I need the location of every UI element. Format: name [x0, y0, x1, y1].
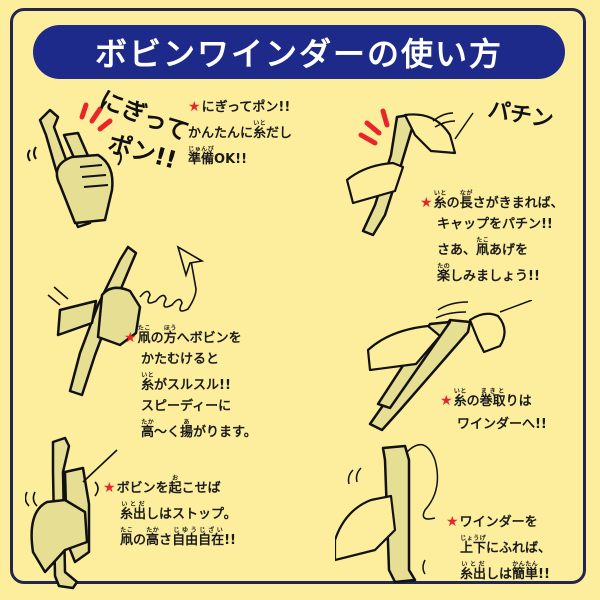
illustration-rewind: [366, 300, 533, 432]
step-2-line-2: かたむけると: [141, 352, 220, 367]
illustration-shake: [335, 443, 439, 584]
step-1-line-3: 準備じゅんびOK!!: [188, 146, 247, 167]
step-3-line-3: 凧たこの高たかさ自由自在じゆうじざい!!: [120, 527, 236, 548]
step-3-instructions: ★ボビンを起おこせば 糸出いとだしはストップ。 凧たこの高たかさ自由自在じゆうじ…: [103, 475, 237, 553]
step-2-line-3: 糸いとがスルスル!!: [141, 372, 231, 393]
star-icon: ★: [440, 393, 453, 409]
step-2-line-4: スピーディーに: [141, 399, 232, 414]
step-6-instructions: ★ワインダーを 上下じょうげにふれば、 糸出いとだしは簡単かんたん!!: [446, 515, 551, 587]
illustration-kite-tilt: [47, 245, 205, 397]
star-icon: ★: [446, 514, 459, 530]
step-4-instructions: ★糸いとの長ながさがきまれば、 キャップをパチン!! さあ、凧たこあげを 楽たの…: [420, 190, 564, 289]
step-3-line-1: ★ボビンを起おこせば: [103, 475, 221, 496]
step-2-line-1: ★凧たこの方ほうへボビンを: [124, 325, 242, 346]
step-1-line-2: かんたんに糸いとだし: [188, 120, 293, 141]
step-3-line-2: 糸出いとだしはストップ。: [120, 501, 237, 522]
step-2-line-5: 高たか〜く揚あがります。: [141, 419, 257, 440]
step-5-line-2: ワインダーへ!!: [457, 417, 547, 432]
ruby-junbi: 準備じゅんび: [188, 146, 215, 167]
page-title: ボビンワインダーの使い方: [94, 35, 503, 73]
step-4-line-4: 楽たのしみましょう!!: [437, 263, 540, 284]
star-icon: ★: [188, 99, 201, 115]
illustration-bobbin-upright: [25, 436, 118, 590]
step-4-line-1: ★糸いとの長ながさがきまれば、: [420, 190, 564, 211]
step-1-instructions: ★にぎってポン!! かんたんに糸いとだし 準備じゅんびOK!!: [188, 100, 292, 172]
title-banner: ボビンワインダーの使い方: [33, 25, 565, 79]
step-2-instructions: ★凧たこの方ほうへボビンを かたむけると 糸いとがスルスル!! スピーディーに …: [124, 325, 257, 445]
illustration-cap-snap: [345, 108, 474, 237]
step-6-line-1: ★ワインダーを: [446, 514, 538, 530]
star-icon: ★: [103, 480, 116, 496]
ruby-ito: 糸いと: [253, 120, 267, 141]
star-icon: ★: [124, 330, 137, 346]
step-1-line-1: ★にぎってポン!!: [188, 99, 291, 115]
step-6-line-2: 上下じょうげにふれば、: [460, 535, 552, 556]
step-4-line-3: さあ、凧たこあげを: [437, 237, 529, 258]
step-4-line-2: キャップをパチン!!: [437, 217, 553, 232]
step-6-line-3: 糸出いとだしは簡単かんたん!!: [460, 561, 550, 582]
star-icon: ★: [420, 195, 433, 211]
step-5-line-1: ★糸いとの巻取まきとりは: [440, 388, 532, 409]
step-5-instructions: ★糸いとの巻取まきとりは ワインダーへ!!: [440, 388, 547, 437]
illustration-grip-pon: [27, 102, 122, 229]
